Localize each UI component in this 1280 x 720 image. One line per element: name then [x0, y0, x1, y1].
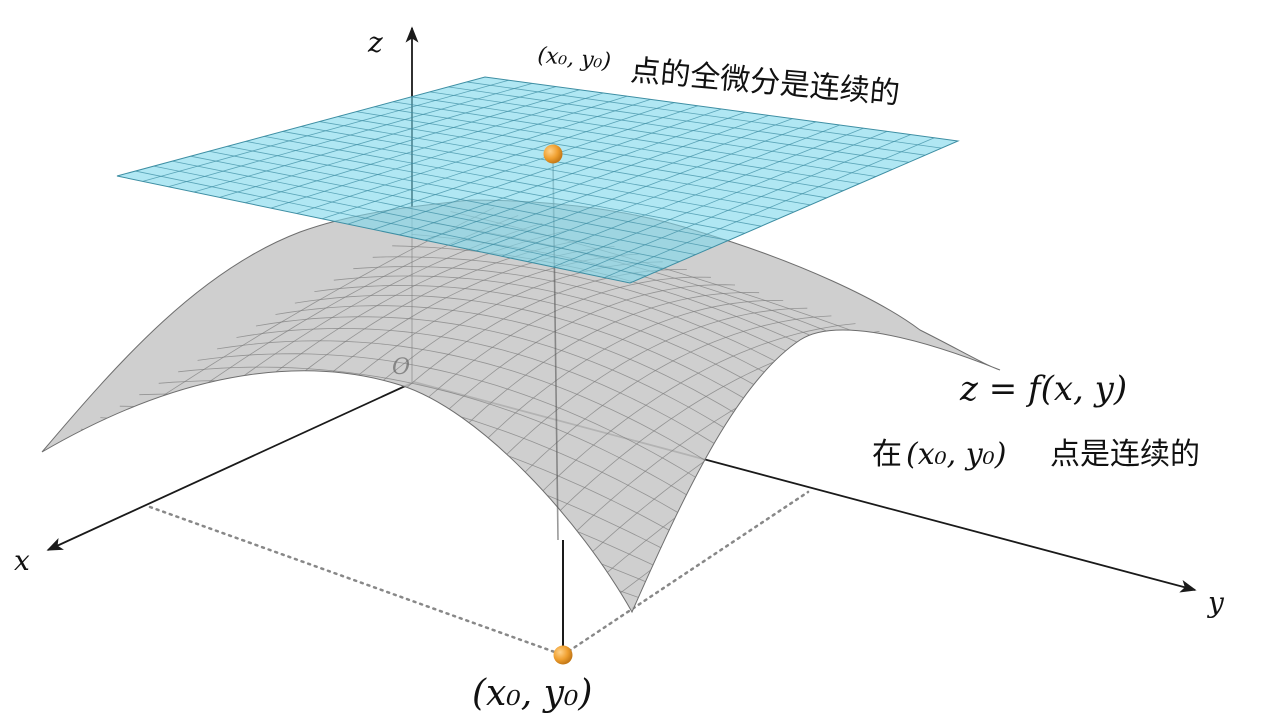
plane-grid-line [374, 106, 860, 184]
y-axis-label: y [1206, 586, 1225, 619]
plane-grid-line [319, 121, 811, 206]
tangent-plane-surface [116, 76, 960, 284]
surface-caption-math: (x₀, y₀) [906, 437, 1006, 472]
projection-line-x [148, 505, 565, 657]
base-point-label: (x₀, y₀) [472, 673, 592, 714]
plane-grid-line [429, 91, 909, 163]
projection-lines [148, 490, 810, 657]
plane-grid-line [424, 115, 769, 241]
x-axis [46, 381, 415, 551]
plane-grid-line [356, 111, 844, 192]
plane-grid-line [399, 111, 746, 236]
plane-grid-line [604, 137, 935, 279]
origin-label: O [392, 355, 410, 380]
tangent-plane [116, 76, 960, 284]
x-axis-label: x [14, 544, 30, 577]
plane-grid-line [337, 116, 827, 199]
surface-patch [41, 199, 1001, 614]
surface-caption-prefix: 在 [872, 437, 902, 472]
surface-equation: z = f(x, y) [959, 369, 1127, 409]
z-axis-label: z [367, 26, 383, 59]
surface-caption: 在 (x₀, y₀) 点是连续的 [872, 437, 1200, 472]
plane-grid-line [448, 86, 926, 156]
plane-grid-line [552, 131, 888, 268]
plane-grid-line [578, 134, 911, 273]
plane-grid-line [466, 81, 942, 149]
plane-grid-line [411, 96, 893, 170]
base-point [553, 645, 573, 665]
tangent-point [543, 144, 563, 164]
plane-grid-line [475, 121, 817, 252]
plane-caption-math: (x₀, y₀) [536, 43, 612, 74]
surface [41, 199, 1001, 614]
plane-grid-line [450, 118, 793, 246]
projection-line-y [561, 490, 810, 657]
surface-caption-suffix: 点是连续的 [1050, 437, 1200, 472]
plane-grid-line [373, 108, 722, 230]
plane-grid-line [501, 124, 840, 257]
plane-grid-line [392, 101, 877, 177]
tangent-plane-grid [135, 79, 942, 279]
plane-grid-line [527, 127, 864, 262]
